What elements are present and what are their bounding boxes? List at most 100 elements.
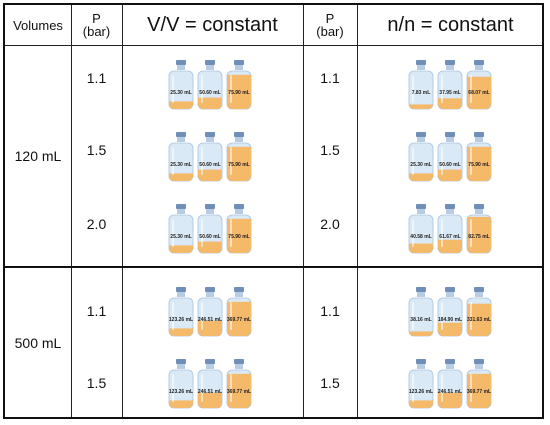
vial-group-nn-g0-r2: 40.58 mL 61.67 mL 82.75 mL xyxy=(408,204,492,254)
vial-bottle-icon xyxy=(408,132,434,182)
column-divider xyxy=(122,5,123,417)
vial: 123.26 mL xyxy=(168,287,194,337)
vial-volume-label: 75.90 mL xyxy=(468,162,490,168)
vial: 75.90 mL xyxy=(226,60,252,110)
vial: 123.26 mL xyxy=(408,359,434,409)
vial-group-nn-g0-r0: 7.83 mL 37.95 mL 68.07 mL xyxy=(408,60,492,110)
vial: 50.60 mL xyxy=(197,60,223,110)
vial: 50.60 mL xyxy=(197,132,223,182)
vial-bottle-icon xyxy=(197,60,223,110)
vial-bottle-icon xyxy=(408,60,434,110)
header-pressure-vv: P (bar) xyxy=(71,5,122,45)
vial-bottle-icon xyxy=(168,287,194,337)
header-nn-constant: n/n = constant xyxy=(387,13,514,36)
header-p-unit: (bar) xyxy=(316,24,344,39)
group-divider xyxy=(5,266,542,268)
vial-bottle-icon xyxy=(466,204,492,254)
vial: 50.60 mL xyxy=(197,204,223,254)
vial: 82.75 mL xyxy=(466,204,492,254)
results-table: Volumes P (bar) V/V = constant P (bar) n… xyxy=(3,3,544,419)
vial-bottle-icon xyxy=(168,132,194,182)
vial: 50.60 mL xyxy=(437,132,463,182)
column-divider xyxy=(71,5,72,417)
vial: 25.30 mL xyxy=(168,132,194,182)
vial-volume-label: 25.30 mL xyxy=(410,162,432,168)
vial-volume-label: 68.07 mL xyxy=(468,90,490,96)
vial: 246.51 mL xyxy=(197,287,223,337)
vial-group-vv-g0-r2: 25.30 mL 50.60 mL 75.90 mL xyxy=(168,204,252,254)
vial-group-vv-g1-r1: 123.26 mL 246.51 mL 369.77 mL xyxy=(168,359,252,409)
vial: 37.95 mL xyxy=(437,60,463,110)
column-divider xyxy=(303,5,304,417)
vial-bottle-icon xyxy=(197,132,223,182)
header-volumes: Volumes xyxy=(13,17,63,33)
vial-volume-label: 82.75 mL xyxy=(468,234,490,240)
vial-bottle-icon xyxy=(437,60,463,110)
vial-volume-label: 50.60 mL xyxy=(199,162,221,168)
vial-bottle-icon xyxy=(408,359,434,409)
vial: 369.77 mL xyxy=(226,359,252,409)
vial-volume-label: 25.30 mL xyxy=(170,234,192,240)
volume-label-500: 500 mL xyxy=(14,334,62,351)
vial-volume-label: 369.77 mL xyxy=(226,317,252,323)
vial: 246.51 mL xyxy=(437,359,463,409)
vial-bottle-icon xyxy=(466,132,492,182)
vial-volume-label: 61.67 mL xyxy=(439,234,461,240)
vial-bottle-icon xyxy=(226,60,252,110)
vial-bottle-icon xyxy=(437,132,463,182)
pressure-vv-5: 1.5 xyxy=(86,375,107,391)
vial: 246.51 mL xyxy=(197,359,223,409)
vial-bottle-icon xyxy=(408,204,434,254)
vial-volume-label: 184.90 mL xyxy=(437,317,463,323)
vial-volume-label: 50.60 mL xyxy=(199,234,221,240)
vial-volume-label: 246.51 mL xyxy=(197,389,223,395)
vial: 331.63 mL xyxy=(466,287,492,337)
vial-group-nn-g1-r1: 123.26 mL 246.51 mL 369.77 mL xyxy=(408,359,492,409)
vial-bottle-icon xyxy=(168,359,194,409)
vial: 25.30 mL xyxy=(168,60,194,110)
vial-volume-label: 123.26 mL xyxy=(168,317,194,323)
header-p-label: P xyxy=(92,11,101,26)
vial-volume-label: 40.58 mL xyxy=(410,234,432,240)
vial: 7.83 mL xyxy=(408,60,434,110)
vial-bottle-icon xyxy=(226,287,252,337)
pressure-vv-2: 1.5 xyxy=(86,142,107,158)
vial-volume-label: 246.51 mL xyxy=(197,317,223,323)
vial-bottle-icon xyxy=(168,204,194,254)
vial-volume-label: 38.16 mL xyxy=(410,317,432,323)
vial: 369.77 mL xyxy=(226,287,252,337)
vial: 75.90 mL xyxy=(466,132,492,182)
pressure-nn-2: 1.5 xyxy=(320,142,340,158)
vial: 40.58 mL xyxy=(408,204,434,254)
vial-bottle-icon xyxy=(197,359,223,409)
pressure-vv-3: 2.0 xyxy=(86,216,107,232)
vial-group-vv-g1-r0: 123.26 mL 246.51 mL 369.77 mL xyxy=(168,287,252,337)
vial: 68.07 mL xyxy=(466,60,492,110)
vial-volume-label: 37.95 mL xyxy=(439,90,461,96)
vial-volume-label: 331.63 mL xyxy=(466,317,492,323)
header-p-unit: (bar) xyxy=(82,24,111,39)
vial-volume-label: 7.83 mL xyxy=(411,90,431,96)
vial: 369.77 mL xyxy=(466,359,492,409)
vial-bottle-icon xyxy=(466,287,492,337)
pressure-nn-4: 1.1 xyxy=(320,303,340,319)
vial-volume-label: 123.26 mL xyxy=(408,389,434,395)
column-divider xyxy=(357,5,358,417)
vial-volume-label: 50.60 mL xyxy=(199,90,221,96)
pressure-nn-5: 1.5 xyxy=(320,375,340,391)
vial-group-nn-g1-r0: 38.16 mL 184.90 mL 331.63 mL xyxy=(408,287,492,337)
vial-bottle-icon xyxy=(226,359,252,409)
vial-group-vv-g0-r0: 25.30 mL 50.60 mL 75.90 mL xyxy=(168,60,252,110)
vial: 38.16 mL xyxy=(408,287,434,337)
header-divider xyxy=(5,45,542,46)
vial: 75.90 mL xyxy=(226,132,252,182)
vial-group-vv-g0-r1: 25.30 mL 50.60 mL 75.90 mL xyxy=(168,132,252,182)
vial-bottle-icon xyxy=(437,287,463,337)
volume-label-120: 120 mL xyxy=(14,148,62,164)
vial-volume-label: 75.90 mL xyxy=(228,162,250,168)
vial-volume-label: 75.90 mL xyxy=(228,90,250,96)
vial-bottle-icon xyxy=(226,132,252,182)
pressure-nn-1: 1.1 xyxy=(320,70,340,86)
vial-bottle-icon xyxy=(466,359,492,409)
vial-volume-label: 369.77 mL xyxy=(226,389,252,395)
